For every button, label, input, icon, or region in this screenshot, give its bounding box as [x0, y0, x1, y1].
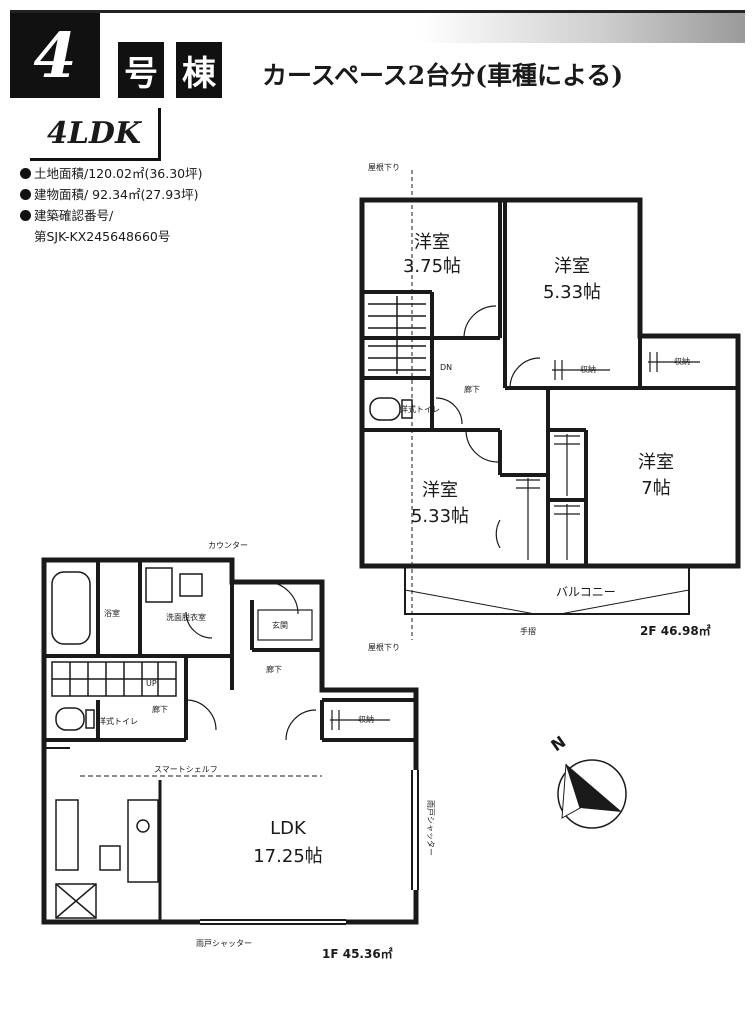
floor1-shutter-bottom: 雨戸シャッター: [196, 939, 252, 948]
ldk-name: LDK: [270, 818, 307, 839]
floor2-inner-walls: [362, 200, 738, 566]
car-space-text: カースペース2台分(車種による): [262, 61, 624, 90]
ldk-size: 17.25帖: [253, 846, 323, 867]
floor1-inner-walls: [44, 560, 416, 922]
compass-icon: N: [547, 732, 627, 829]
room-tl-size: 3.75帖: [403, 256, 461, 277]
compass-north: N: [547, 732, 569, 755]
room-r-name: 洋室: [638, 452, 674, 473]
bullet-icon: [20, 189, 31, 200]
land-area-row: 土地面積/120.02㎡(36.30坪): [20, 164, 203, 184]
floor1-wash: 洗面脱衣室: [166, 612, 206, 622]
floor1-storage: 収納: [358, 714, 374, 724]
floor1-toilet-fixture: [55, 707, 95, 731]
floor2-eave-bottom: 屋根下り: [368, 642, 400, 652]
floor1-up: UP: [146, 679, 157, 688]
building-kanji-go: 号: [118, 42, 164, 98]
cert-row: 建築確認番号/: [20, 206, 113, 226]
bullet-icon: [20, 210, 31, 221]
cert-label: 建築確認番号/: [34, 208, 114, 223]
room-tl-name: 洋室: [414, 232, 450, 253]
floor2-stairs: [368, 296, 426, 374]
building-area: 建物面積/ 92.34㎡(27.93坪): [34, 187, 199, 202]
floor2-balcony-label: バルコニー: [556, 585, 616, 599]
room-bl-size: 5.33帖: [411, 506, 469, 527]
floor1-kitchen: [55, 799, 159, 883]
floor2-storage-marks: [516, 352, 700, 560]
floor2-eave-top: 屋根下り: [368, 162, 400, 172]
floor1-entrance: [55, 883, 97, 919]
floor2-toilet: 洋式トイレ: [400, 404, 440, 414]
floor2-balcony: [404, 565, 690, 615]
floor2-storage-a: 収納: [580, 364, 596, 374]
bullet-icon: [20, 168, 31, 179]
land-area: 土地面積/120.02㎡(36.30坪): [34, 166, 203, 181]
floor1-shutter-right: 雨戸シャッター: [426, 800, 435, 856]
building-number: 4: [10, 13, 100, 98]
floor1-area: 1F 45.36㎡: [322, 946, 393, 961]
floor1-toilet: 洋式トイレ: [98, 716, 138, 726]
floor1-stairs: [51, 661, 177, 697]
room-r-size: 7帖: [641, 478, 670, 499]
floor1-hall: 廊下: [152, 704, 168, 714]
room-bl-name: 洋室: [422, 480, 458, 501]
building-kanji-tou: 棟: [176, 42, 222, 98]
floor2-doors: [435, 305, 541, 549]
room-tr-name: 洋室: [554, 256, 590, 277]
floor1-smart-shelf: スマートシェルフ: [154, 765, 218, 774]
layout-type-badge: 4LDK: [30, 108, 161, 161]
floor1-wash-fixture: [145, 567, 203, 603]
floor1-doors: [185, 581, 317, 741]
floor1-windows: [200, 770, 419, 925]
floor2-handrail: 手摺: [520, 626, 536, 636]
floor1-bathtub: [51, 571, 91, 645]
cert-number: 第SJK-KX245648660号: [34, 229, 171, 244]
floor1-walls: [41, 557, 419, 925]
floor2-storage-b: 収納: [674, 356, 690, 366]
floor1-entrance: 玄関: [272, 620, 288, 630]
room-tr-size: 5.33帖: [543, 282, 601, 303]
floor1-counter: カウンター: [208, 541, 248, 550]
header-gradient-band: [420, 13, 745, 43]
floor1-storage-marks: [257, 609, 390, 730]
header-rule: [10, 10, 745, 13]
floor1-hall-2: 廊下: [266, 664, 282, 674]
floor2-walls: [359, 197, 741, 569]
floor1-bath: 浴室: [104, 608, 120, 618]
building-area-row: 建物面積/ 92.34㎡(27.93坪): [20, 185, 199, 205]
floor2-hall: 廊下: [464, 384, 480, 394]
floor2-area: 2F 46.98㎡: [640, 623, 711, 638]
floor2-dn: DN: [440, 363, 452, 372]
